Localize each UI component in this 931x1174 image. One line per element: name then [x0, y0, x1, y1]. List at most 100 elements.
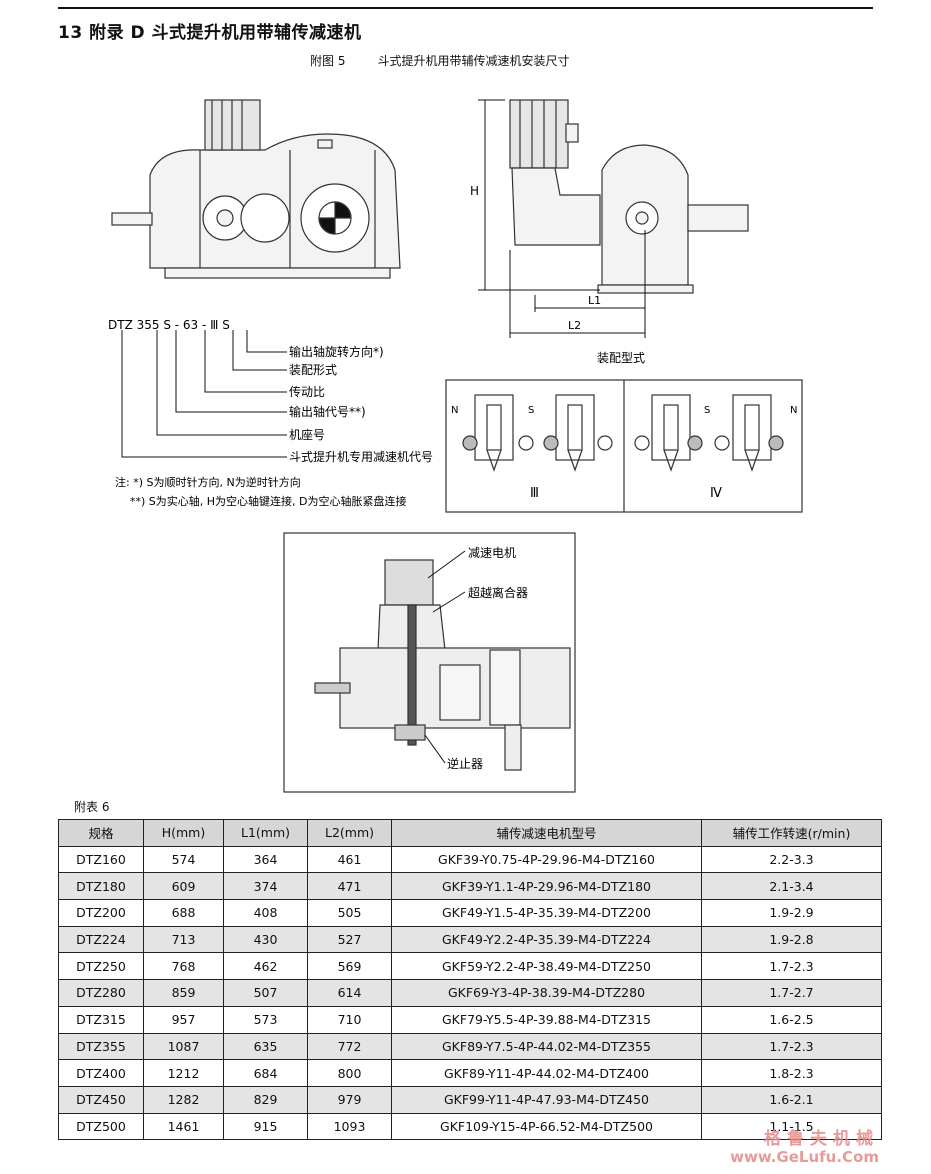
table-cell: 527 — [307, 925, 392, 954]
table-cell: GKF79-Y5.5-4P-39.88-M4-DTZ315 — [391, 1005, 702, 1034]
legend-item: 输出轴代号**) — [289, 404, 366, 419]
legend-item: 斗式提升机专用减速机代号 — [289, 449, 433, 464]
table-cell: GKF89-Y7.5-4P-44.02-M4-DTZ355 — [391, 1032, 702, 1061]
table-cell: 979 — [307, 1085, 392, 1114]
table-cell: GKF39-Y0.75-4P-29.96-M4-DTZ160 — [391, 845, 702, 874]
table-cell: 688 — [143, 899, 224, 927]
table-cell: DTZ500 — [58, 1112, 144, 1141]
table-cell: 461 — [307, 845, 392, 874]
table-cell: 574 — [143, 845, 224, 874]
col-header: L2(mm) — [307, 819, 392, 847]
table-cell: DTZ180 — [58, 872, 144, 901]
table-cell: 768 — [143, 952, 224, 981]
table-cell: 374 — [223, 872, 308, 901]
table-cell: DTZ315 — [58, 1005, 144, 1034]
table-cell: GKF89-Y11-4P-44.02-M4-DTZ400 — [391, 1059, 702, 1087]
table-cell: 1.8-2.3 — [701, 1059, 882, 1087]
table-cell: GKF49-Y2.2-4P-35.39-M4-DTZ224 — [391, 925, 702, 954]
table-cell: 1087 — [143, 1032, 224, 1061]
assembly-title: 装配型式 — [597, 351, 645, 365]
table-cell: 1.1-1.5 — [701, 1112, 882, 1141]
callout-backstop: 逆止器 — [447, 756, 483, 771]
table-cell: 573 — [223, 1005, 308, 1034]
table-cell: 1.7-2.3 — [701, 1032, 882, 1061]
assembly-schematic-4 — [714, 394, 784, 472]
legend-item: 输出轴旋转方向*) — [289, 344, 384, 359]
table-cell: 915 — [223, 1112, 308, 1141]
section-view-frame — [283, 532, 576, 793]
table-cell: 462 — [223, 952, 308, 981]
note-line: **) S为实心轴, H为空心轴键连接, D为空心轴胀紧盘连接 — [130, 494, 407, 508]
table-cell: GKF99-Y11-4P-47.93-M4-DTZ450 — [391, 1085, 702, 1114]
watermark-url: www.GeLufu.Com — [730, 1148, 879, 1166]
table-cell: DTZ224 — [58, 925, 144, 954]
table-cell: 800 — [307, 1059, 392, 1087]
dimension-lines — [121, 99, 646, 764]
note-line: 注: *) S为顺时针方向, N为逆时针方向 — [115, 475, 301, 489]
table-cell: 2.2-3.3 — [701, 845, 882, 874]
table-cell: 859 — [143, 979, 224, 1007]
table-cell: GKF49-Y1.5-4P-35.39-M4-DTZ200 — [391, 899, 702, 927]
table-cell: 684 — [223, 1059, 308, 1087]
rotation-mark: N — [451, 405, 458, 416]
col-header: 规格 — [58, 819, 144, 847]
col-header: L1(mm) — [223, 819, 308, 847]
table-header-row: 规格 H(mm) L1(mm) L2(mm) 辅传减速电机型号 辅传工作转速(r… — [58, 819, 882, 847]
table-cell: GKF109-Y15-4P-66.52-M4-DTZ500 — [391, 1112, 702, 1141]
table-cell: DTZ250 — [58, 952, 144, 981]
assembly-label-iii: Ⅲ — [530, 486, 539, 501]
drawing-canvas: H L1 L2 DTZ 355 S - 63 - Ⅲ S 输出轴旋转方向*) 装… — [108, 99, 803, 793]
table-cell: 1.9-2.9 — [701, 899, 882, 927]
col-header: 辅传工作转速(r/min) — [701, 819, 882, 847]
front-view-gearbox — [111, 99, 401, 279]
dim-l2-label: L2 — [568, 319, 581, 332]
rotation-mark: S — [704, 405, 710, 416]
table-cell: 1.9-2.8 — [701, 925, 882, 954]
side-view-gearbox — [509, 99, 749, 294]
callout-overrunning-clutch: 超越离合器 — [468, 585, 528, 600]
table-cell: 505 — [307, 899, 392, 927]
table-cell: 408 — [223, 899, 308, 927]
table-cell: 1461 — [143, 1112, 224, 1141]
figure-number: 附图 5 — [310, 54, 346, 68]
table-cell: GKF59-Y2.2-4P-38.49-M4-DTZ250 — [391, 952, 702, 981]
table-label: 附表 6 — [74, 800, 110, 814]
table-cell: 1282 — [143, 1085, 224, 1114]
spec-table: 规格 H(mm) L1(mm) L2(mm) 辅传减速电机型号 辅传工作转速(r… — [58, 819, 882, 1141]
rotation-mark: N — [790, 405, 797, 416]
section-heading: 13 附录 D 斗式提升机用带辅传减速机 — [58, 23, 362, 43]
legend-item: 装配形式 — [289, 363, 337, 377]
top-rule — [58, 7, 873, 9]
model-code: DTZ 355 S - 63 - Ⅲ S — [108, 318, 230, 332]
table-cell: DTZ450 — [58, 1085, 144, 1114]
table-cell: 614 — [307, 979, 392, 1007]
table-cell: 471 — [307, 872, 392, 901]
dim-h-label: H — [470, 184, 479, 198]
assembly-schematic-1 — [462, 394, 534, 472]
table-cell: DTZ200 — [58, 899, 144, 927]
assembly-label-iv: Ⅳ — [710, 486, 722, 501]
table-cell: 2.1-3.4 — [701, 872, 882, 901]
table-cell: 772 — [307, 1032, 392, 1061]
col-header: H(mm) — [143, 819, 224, 847]
legend-item: 机座号 — [289, 427, 325, 442]
table-cell: 1.7-2.7 — [701, 979, 882, 1007]
table-cell: 635 — [223, 1032, 308, 1061]
table-cell: 430 — [223, 925, 308, 954]
table-cell: 829 — [223, 1085, 308, 1114]
table-cell: 609 — [143, 872, 224, 901]
table-cell: 713 — [143, 925, 224, 954]
table-cell: 1.6-2.5 — [701, 1005, 882, 1034]
table-cell: GKF39-Y1.1-4P-29.96-M4-DTZ180 — [391, 872, 702, 901]
